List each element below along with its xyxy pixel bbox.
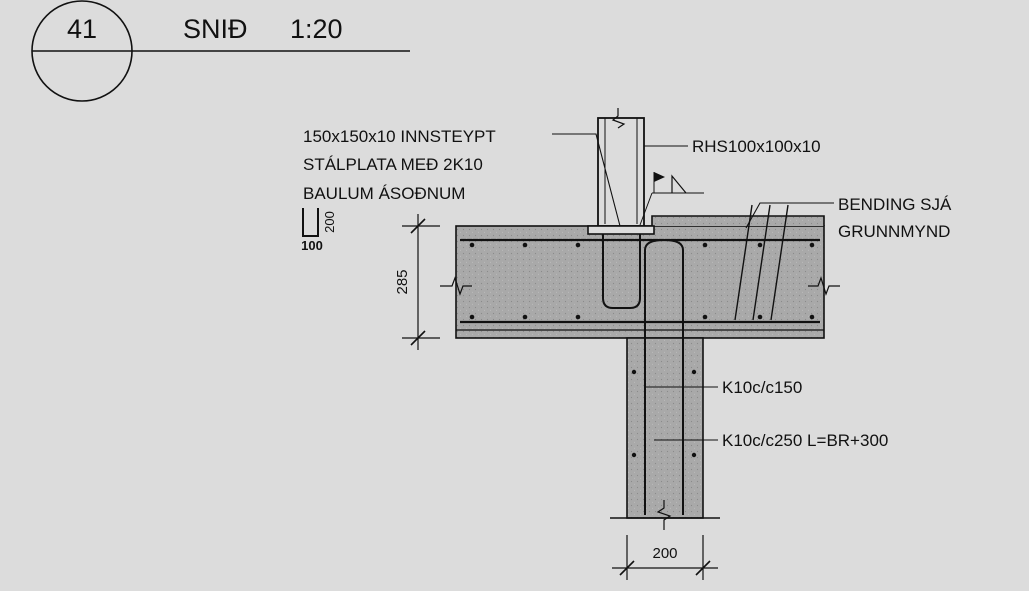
plate-leader [552, 133, 621, 227]
wall-break-bottom [656, 500, 672, 530]
bending-label-line2: GRUNNMYND [838, 222, 950, 241]
weld-fillet-symbol [671, 174, 687, 194]
plate-label-line2: STÁLPLATA MEÐ 2K10 [303, 155, 483, 174]
rebar-label-2: K10c/c250 L=BR+300 [722, 431, 888, 450]
hook-detail: 200 100 [301, 208, 337, 253]
plate-anchor-loop [602, 234, 641, 309]
slab-top-step [651, 215, 825, 226]
slab-break-right [808, 276, 840, 296]
annotations: 150x150x10 INNSTEYPT STÁLPLATA MEÐ 2K10 … [303, 127, 952, 450]
bending-bar-2 [752, 204, 771, 321]
weld-leader [639, 192, 653, 226]
hook-width-value: 100 [301, 238, 323, 253]
slab-thickness-value: 285 [394, 269, 411, 294]
plate-label-line1: 150x150x10 INNSTEYPT [303, 127, 496, 146]
rhs-label: RHS100x100x10 [692, 137, 821, 156]
slab-rebar-dots [469, 242, 815, 320]
section-scale: 1:20 [290, 14, 343, 44]
wall-body [626, 337, 704, 519]
slab-break-left [440, 276, 472, 296]
concrete-wall [610, 238, 720, 530]
dimension-wall-width: 200 [612, 535, 718, 580]
rebar-label-1: K10c/c150 [722, 378, 802, 397]
wall-rebar-dots [631, 369, 697, 458]
bending-leader [745, 202, 834, 229]
detail-header: 41 SNIÐ 1:20 [31, 0, 410, 102]
hook-height-value: 200 [322, 211, 337, 233]
section-title: SNIÐ [183, 14, 248, 44]
embedded-plate [587, 225, 655, 235]
wall-rebar-hook [644, 238, 684, 251]
bending-bar-3 [770, 204, 789, 321]
rhs-break-top [611, 108, 626, 129]
hook-detail-shape [302, 208, 319, 237]
dimension-slab-thickness: 285 [394, 214, 440, 350]
wall-width-value: 200 [652, 545, 677, 562]
plate-label-line3: BAULUM ÁSOÐNUM [303, 184, 465, 203]
detail-number: 41 [67, 14, 97, 44]
weld-flag [654, 172, 665, 182]
bending-bar-1 [734, 204, 753, 321]
bending-label-line1: BENDING SJÁ [838, 195, 952, 214]
